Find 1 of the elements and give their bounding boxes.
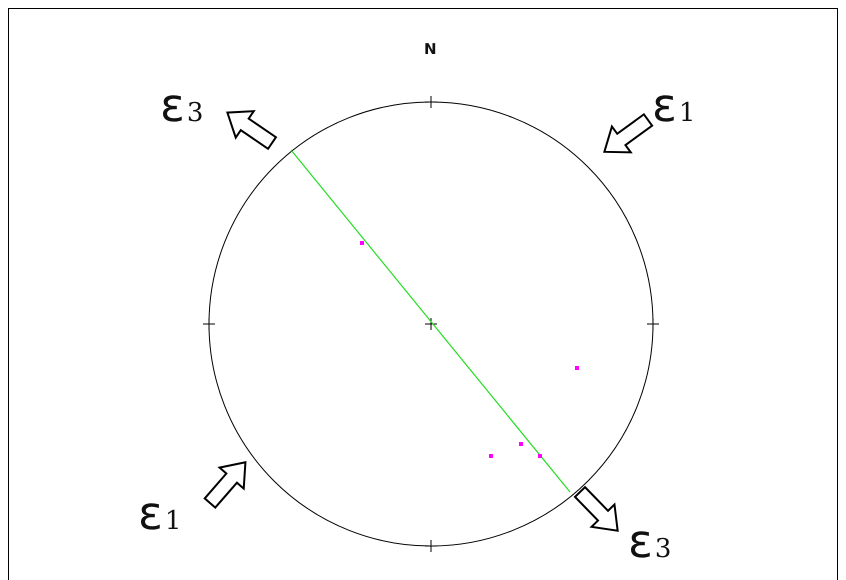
north-label: N <box>424 42 437 57</box>
